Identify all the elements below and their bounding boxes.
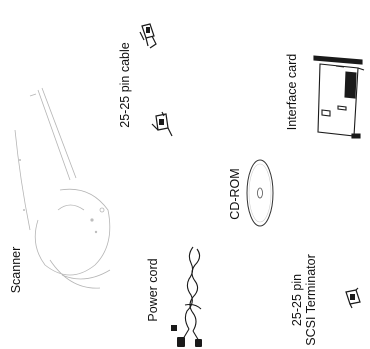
scsi-terminator-label-line1: 25-25 pin xyxy=(290,273,304,327)
scanner-illustration xyxy=(14,87,111,289)
interface-card-illustration xyxy=(313,55,365,139)
cd-rom-disc-illustration xyxy=(246,159,274,227)
cable-label: 25-25 pin cable xyxy=(118,42,132,128)
power-cord-label: Power cord xyxy=(146,258,160,322)
cd-rom-label: CD-ROM xyxy=(228,168,242,220)
interface-card-label: Interface card xyxy=(285,53,299,131)
scanner-label: Scanner xyxy=(9,246,23,294)
scsi-terminator-label: 25-25 pin SCSI Terminator xyxy=(290,254,318,345)
cable-connector-bottom-illustration xyxy=(151,111,173,137)
power-cord-illustration xyxy=(171,246,202,347)
scsi-terminator-illustration xyxy=(345,287,361,309)
scsi-terminator-label-line2: SCSI Terminator xyxy=(304,254,318,346)
cable-connector-top-illustration xyxy=(139,23,157,49)
